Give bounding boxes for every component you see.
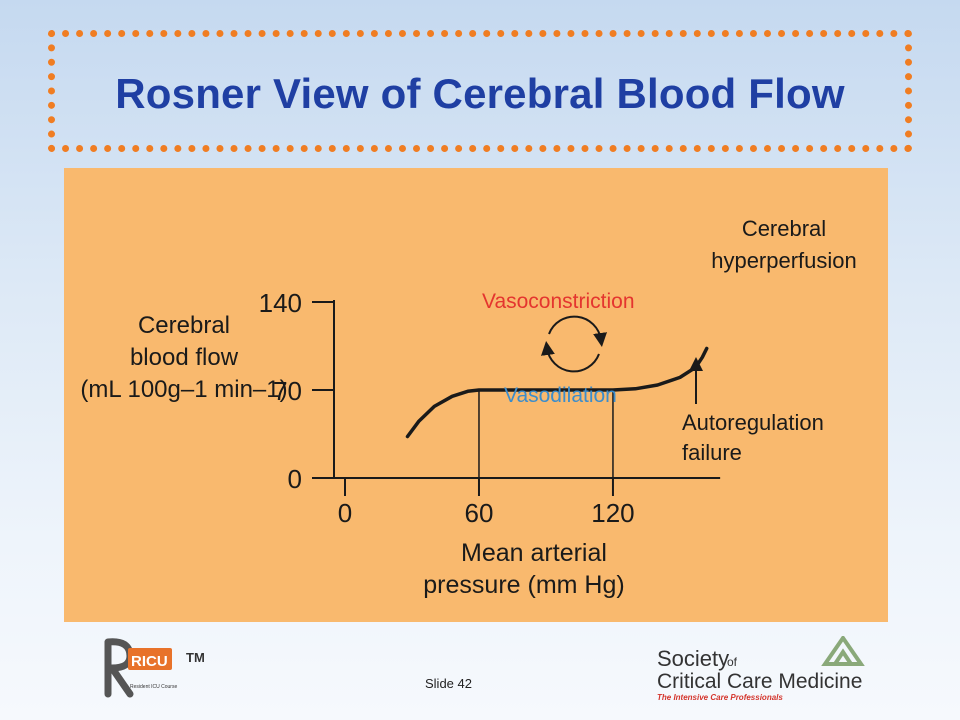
sccm-logo-of: of bbox=[727, 655, 738, 669]
cycle-arrow-bottom-icon bbox=[541, 341, 600, 373]
chart-panel: 0 70 140 0 60 120 Cerebral blood flow (mL 100g–1… bbox=[64, 168, 888, 622]
x-tick-label: 60 bbox=[465, 498, 494, 528]
y-tick-label: 0 bbox=[288, 464, 302, 494]
failure-label-line1: Autoregulation bbox=[682, 410, 824, 435]
sccm-logo-society: Society bbox=[657, 646, 729, 671]
vasoconstriction-label: Vasoconstriction bbox=[482, 290, 635, 313]
title-frame: Rosner View of Cerebral Blood Flow bbox=[48, 30, 912, 152]
hyperperfusion-label-line1: Cerebral bbox=[742, 216, 826, 241]
y-tick-label: 70 bbox=[273, 376, 302, 406]
sccm-logo-triangle-icon bbox=[821, 636, 865, 666]
sccm-logo: Society of Critical Care Medicine The In… bbox=[657, 636, 865, 702]
x-tick-label: 0 bbox=[338, 498, 352, 528]
ricu-logo-r bbox=[104, 638, 134, 698]
autoregulation-curve bbox=[405, 346, 709, 439]
y-tick-label: 140 bbox=[259, 288, 302, 318]
sccm-logo-tagline: The Intensive Care Professionals bbox=[657, 693, 783, 702]
x-tick-label: 120 bbox=[591, 498, 634, 528]
x-axis-title-line2: pressure (mm Hg) bbox=[423, 571, 624, 599]
ricu-logo-tm: TM bbox=[186, 650, 205, 665]
sccm-logo-critical-care: Critical Care Medicine bbox=[657, 670, 862, 693]
ricu-logo: RICU TM Resident ICU Course bbox=[104, 638, 205, 698]
ricu-logo-letters: RICU bbox=[131, 653, 168, 670]
ricu-logo-bar bbox=[128, 648, 172, 670]
y-axis-title-line1: Cerebral bbox=[138, 312, 230, 339]
ricu-logo-tagline: Resident ICU Course bbox=[130, 684, 177, 690]
hyperperfusion-label-line2: hyperperfusion bbox=[711, 248, 857, 273]
vasodilation-label: Vasodilation bbox=[504, 384, 617, 407]
slide-title: Rosner View of Cerebral Blood Flow bbox=[115, 70, 845, 117]
failure-label-line2: failure bbox=[682, 440, 742, 465]
y-axis-title-line2: blood flow bbox=[130, 344, 239, 371]
slide-number: Slide 42 bbox=[425, 676, 472, 691]
x-axis-title-line1: Mean arterial bbox=[461, 539, 607, 567]
y-axis-title-line3: (mL 100g–1 min–1) bbox=[80, 376, 287, 403]
autoregulation-chart: 0 70 140 0 60 120 Cerebral blood flow (mL 100g–1… bbox=[80, 216, 857, 599]
cycle-arrow-top-icon bbox=[548, 315, 607, 347]
